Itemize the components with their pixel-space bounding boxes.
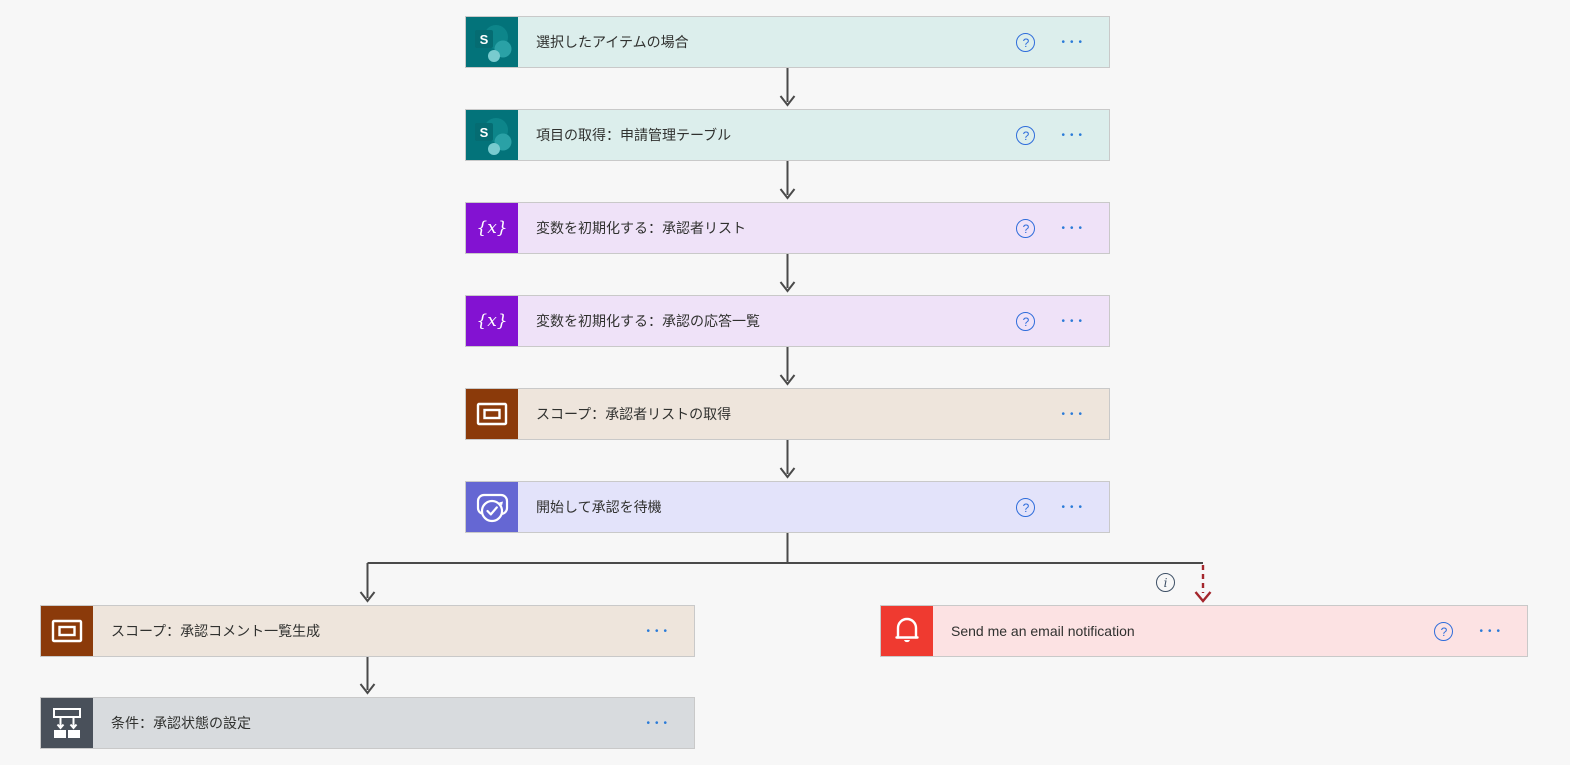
help-icon[interactable]: ? (1016, 497, 1036, 517)
node-label: スコープ：承認コメント一覧生成 (111, 623, 321, 639)
node-trigger-for-selected-item[interactable]: S 選択したアイテムの場合 ? ••• (465, 16, 1110, 68)
menu-icon[interactable]: ••• (1061, 36, 1087, 48)
menu-icon[interactable]: ••• (1061, 501, 1087, 513)
variable-icon: {x} (466, 296, 518, 346)
node-label: 変数を初期化する：承認者リスト (536, 220, 746, 236)
node-label: 開始して承認を待機 (536, 499, 662, 515)
help-icon[interactable]: ? (1016, 32, 1036, 52)
node-label: 項目の取得：申請管理テーブル (536, 127, 732, 143)
menu-icon[interactable]: ••• (1061, 315, 1087, 327)
menu-icon[interactable]: ••• (1061, 222, 1087, 234)
variable-glyph: {x} (476, 311, 508, 331)
node-label: 選択したアイテムの場合 (536, 34, 689, 50)
variable-glyph: {x} (476, 218, 508, 238)
run-after-arrow (1194, 565, 1212, 603)
menu-icon[interactable]: ••• (1061, 408, 1087, 420)
node-send-email-notification[interactable]: Send me an email notification ? ••• (880, 605, 1528, 657)
sharepoint-icon: S (466, 110, 518, 160)
node-condition-set-approval-status[interactable]: 条件：承認状態の設定 ••• (40, 697, 695, 749)
help-icon[interactable]: ? (1016, 125, 1036, 145)
help-glyph: ? (1022, 500, 1030, 515)
help-icon[interactable]: ? (1016, 218, 1036, 238)
sharepoint-icon: S (466, 17, 518, 67)
help-icon[interactable]: ? (1434, 621, 1454, 641)
help-glyph: ? (1022, 221, 1030, 236)
node-label: 変数を初期化する：承認の応答一覧 (536, 313, 760, 329)
menu-icon[interactable]: ••• (1061, 129, 1087, 141)
help-glyph: ? (1440, 624, 1448, 639)
bell-icon (881, 606, 933, 656)
approvals-icon (466, 482, 518, 532)
menu-icon[interactable]: ••• (646, 625, 672, 637)
help-glyph: ? (1022, 128, 1030, 143)
scope-icon (466, 389, 518, 439)
menu-icon[interactable]: ••• (1479, 625, 1505, 637)
node-label: Send me an email notification (951, 623, 1135, 639)
node-get-items[interactable]: S 項目の取得：申請管理テーブル ? ••• (465, 109, 1110, 161)
node-start-and-wait-for-approval[interactable]: 開始して承認を待機 ? ••• (465, 481, 1110, 533)
svg-text:S: S (480, 125, 489, 140)
node-initialize-variable-approval-responses[interactable]: {x} 変数を初期化する：承認の応答一覧 ? ••• (465, 295, 1110, 347)
help-glyph: ? (1022, 314, 1030, 329)
node-label: スコープ：承認者リストの取得 (536, 406, 732, 422)
node-initialize-variable-approver-list[interactable]: {x} 変数を初期化する：承認者リスト ? ••• (465, 202, 1110, 254)
condition-icon (41, 698, 93, 748)
node-scope-generate-approval-comment-list[interactable]: スコープ：承認コメント一覧生成 ••• (40, 605, 695, 657)
run-after-info-icon[interactable]: i (1156, 573, 1175, 592)
menu-icon[interactable]: ••• (646, 717, 672, 729)
help-glyph: ? (1022, 35, 1030, 50)
variable-icon: {x} (466, 203, 518, 253)
scope-icon (41, 606, 93, 656)
node-label: 条件：承認状態の設定 (111, 715, 251, 731)
help-icon[interactable]: ? (1016, 311, 1036, 331)
node-scope-get-approver-list[interactable]: スコープ：承認者リストの取得 ••• (465, 388, 1110, 440)
svg-text:S: S (480, 32, 489, 47)
